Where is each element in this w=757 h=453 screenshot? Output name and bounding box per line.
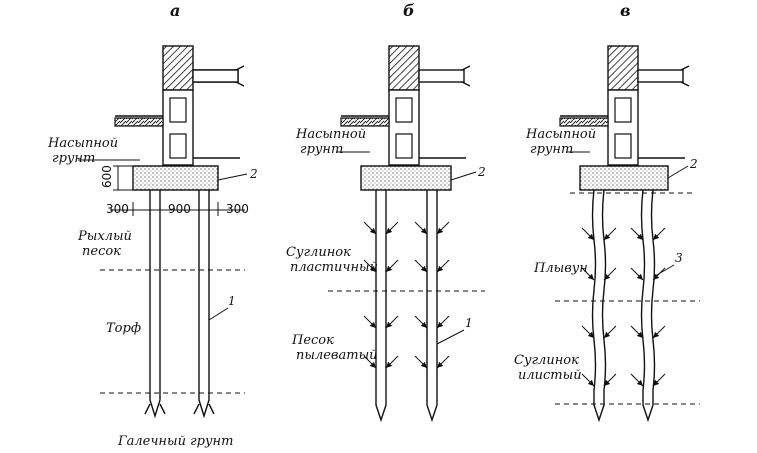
dimension-widths: 300 900 300 — [106, 202, 249, 216]
layer2-label: Песок пылеватый — [291, 333, 378, 363]
friction-arrows — [363, 221, 450, 369]
layer2-label: Торф — [106, 321, 141, 336]
bottom-label: Галечный грунт — [117, 434, 233, 449]
layer2-label: Суглинок илистый — [514, 353, 583, 383]
pile-cap — [360, 165, 452, 191]
dimension-height: 600 — [100, 165, 133, 191]
ground-fill — [559, 117, 609, 127]
wall-column — [162, 45, 194, 91]
panel-c: в 2 Насыпной грунт — [514, 1, 700, 423]
wall-column — [388, 45, 420, 91]
fill-soil-label: Насыпной грунт — [295, 127, 370, 157]
svg-text:300: 300 — [106, 202, 129, 216]
layer1-label: Рыхлый песок — [77, 229, 136, 259]
pile-number: 1 — [465, 316, 473, 330]
floor-slab — [418, 69, 465, 83]
pile-left — [375, 190, 387, 423]
pile-number: 3 — [675, 251, 683, 265]
panel-a-label: а — [170, 1, 180, 20]
panel-b: б 2 Насыпной грунт — [286, 1, 486, 423]
panel-b-label: б — [403, 1, 415, 20]
svg-text:300: 300 — [226, 202, 249, 216]
pile-left — [144, 190, 166, 419]
pile-right — [426, 190, 438, 423]
ground-fill — [340, 117, 390, 127]
svg-text:900: 900 — [168, 202, 191, 216]
fill-soil-label: Насыпной грунт — [525, 127, 600, 157]
pile-cap — [132, 165, 219, 191]
cap-number: 2 — [689, 157, 698, 171]
panel-c-label: в — [620, 1, 631, 20]
ground-fill — [114, 117, 164, 127]
svg-text:600: 600 — [100, 165, 114, 188]
cap-number: 2 — [477, 165, 486, 179]
pile-left — [591, 189, 607, 423]
wall-column — [607, 45, 639, 91]
layer1-label: Суглинок пластичный — [286, 245, 378, 275]
layer1-label: Плывун — [533, 261, 588, 276]
pile-cap — [579, 165, 669, 191]
cap-number: 2 — [249, 167, 258, 181]
floor-slab — [637, 69, 684, 83]
pile-number: 1 — [228, 294, 236, 308]
panel-a: а 2 Насыпной грунт 600 — [47, 1, 258, 449]
pile-right — [193, 190, 215, 419]
pile-right — [640, 189, 656, 423]
fill-soil-label: Насыпной грунт — [47, 136, 122, 166]
